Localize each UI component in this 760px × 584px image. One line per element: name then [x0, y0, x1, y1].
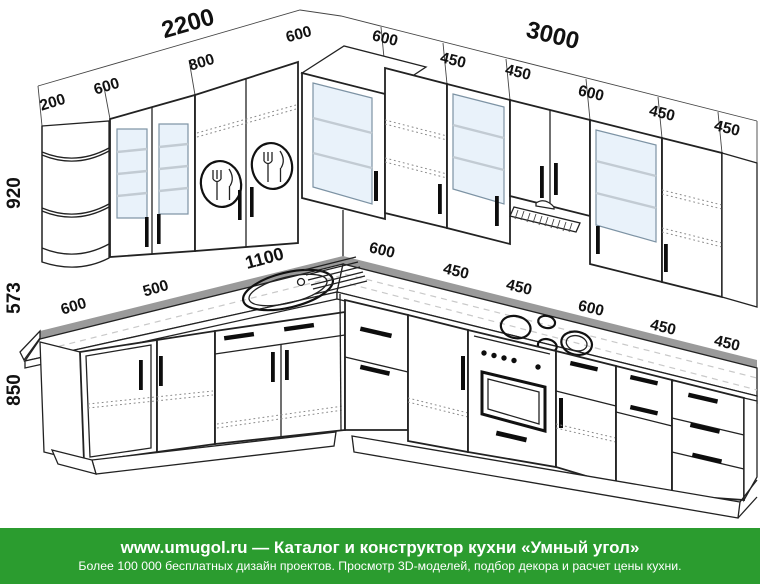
base-corner-cabinet-600	[79, 338, 158, 464]
wall-cabinet-cutlery-800	[194, 60, 299, 252]
dim-base-right-seg: 450	[504, 276, 533, 299]
base-drawer-unit	[344, 298, 409, 431]
dim-base-right-seg: 450	[441, 260, 470, 283]
base-end-panel	[743, 397, 758, 503]
wall-cabinet-glass-450	[589, 118, 663, 284]
dim-base-right-seg: 450	[648, 316, 677, 339]
wall-cabinet-glass-600	[109, 93, 196, 258]
dim-base-left-seg: 500	[141, 277, 171, 300]
base-corner-side-panel	[39, 341, 85, 463]
sink-base-cabinet-1100	[214, 310, 346, 446]
open-shelf-unit	[41, 120, 110, 268]
backsplash-left	[40, 256, 343, 339]
dim-wall-right-seg: 450	[712, 117, 741, 140]
dim-wall-left-seg: 800	[187, 51, 217, 75]
dim-height-base: 850	[4, 374, 25, 406]
base-cabinets-right	[339, 293, 758, 519]
kitchen-drawing: 2200 200 600 800 600 3000 600 450 450 60…	[4, 3, 758, 519]
oven-unit-600	[467, 328, 557, 469]
backsplash-right	[343, 256, 757, 368]
banner-title: www.umugol.ru — Каталог и конструктор ку…	[120, 537, 640, 557]
dim-base-right-seg: 600	[576, 297, 605, 320]
plinth-left	[50, 431, 337, 475]
base-cabinets-left	[19, 310, 346, 475]
wall-cabinet-glass-450	[446, 82, 511, 246]
base-door-cabinet-450	[407, 313, 469, 454]
dim-base-right-seg: 450	[712, 332, 741, 355]
dimension-labels: 2200 200 600 800 600 3000 600 450 450 60…	[4, 3, 742, 405]
cutlery-emblem-icon	[199, 160, 243, 208]
dim-wall-right-seg: 450	[503, 61, 532, 84]
dim-base-left-seg: 600	[59, 295, 89, 319]
base-drawer-unit-450	[615, 364, 673, 497]
plinth-right	[351, 435, 758, 519]
dim-wall-left-seg: 200	[38, 91, 68, 115]
oven-icon	[480, 350, 547, 443]
dim-base-left-seg: 1100	[243, 243, 286, 272]
base-cabinet-500	[156, 329, 216, 454]
wall-cabinet-450	[384, 66, 448, 230]
dim-wall-right-seg: 450	[438, 49, 467, 72]
dim-wall-right-seg: 600	[370, 27, 399, 50]
wall-cabinet-450	[661, 136, 723, 299]
drainboard-icon	[303, 256, 368, 295]
dim-wall-right-seg: 450	[647, 102, 676, 125]
cutlery-emblem-icon	[250, 142, 294, 190]
dim-height-upper: 920	[4, 177, 25, 209]
dim-wall-left-seg: 600	[284, 23, 313, 46]
wall-cabinets-left	[41, 60, 299, 268]
wall-cabinets-right	[384, 66, 758, 308]
dim-base-right-seg: 600	[367, 239, 396, 262]
dim-height-gap: 573	[4, 282, 25, 314]
promo-banner: www.umugol.ru — Каталог и конструктор ку…	[0, 528, 760, 584]
base-drawer-unit-450	[671, 378, 745, 501]
wall-end-panel	[721, 152, 758, 308]
dim-wall-right-total: 3000	[524, 16, 582, 55]
base-drawer-door-cabinet-450	[555, 349, 617, 487]
wall-cabinet-hood-600	[509, 98, 591, 233]
extractor-hood-icon	[509, 200, 581, 233]
dim-wall-right-seg: 600	[576, 82, 605, 105]
dim-wall-left-seg: 600	[92, 75, 122, 99]
banner-subtitle: Более 100 000 бесплатных дизайн проектов…	[78, 558, 682, 573]
dim-wall-left-total: 2200	[159, 3, 218, 44]
